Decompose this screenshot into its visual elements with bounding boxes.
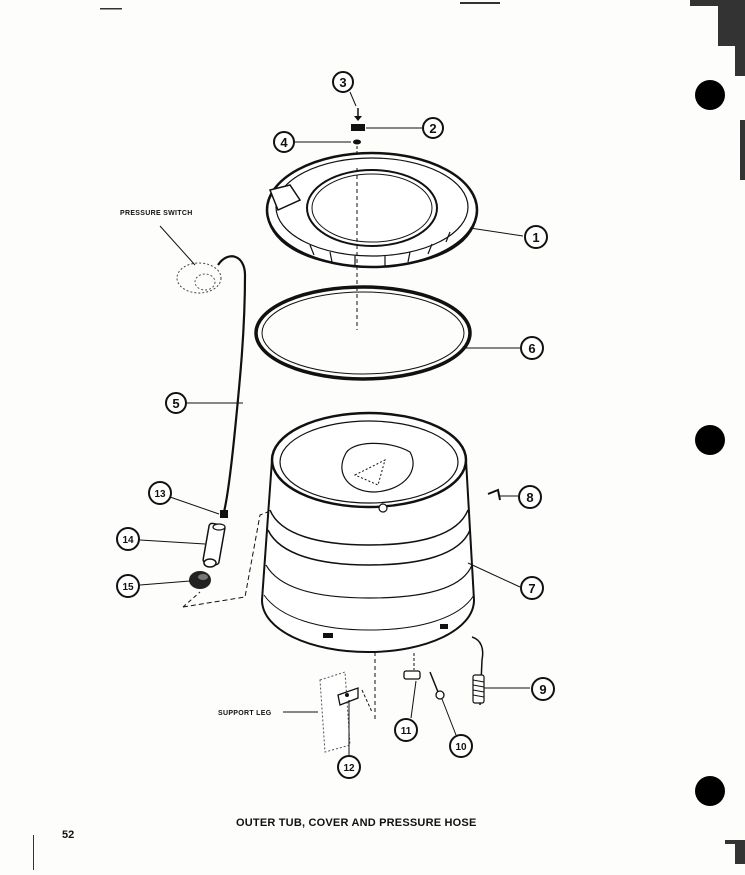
callout-1: 1 bbox=[524, 225, 548, 249]
callout-7: 7 bbox=[520, 576, 544, 600]
scan-edge-noise bbox=[33, 0, 745, 870]
callout-14: 14 bbox=[116, 527, 140, 551]
callout-markers: 3 2 4 1 6 5 8 13 14 15 7 9 11 10 12 bbox=[116, 71, 555, 779]
svg-text:2: 2 bbox=[429, 121, 436, 136]
callout-10: 10 bbox=[449, 734, 473, 758]
outer-tub bbox=[260, 411, 476, 720]
pressure-switch-ghost: PRESSURE SWITCH bbox=[120, 210, 222, 294]
svg-text:3: 3 bbox=[339, 75, 346, 90]
hose-seal bbox=[189, 571, 211, 589]
pressure-hose bbox=[217, 255, 247, 518]
svg-text:15: 15 bbox=[122, 582, 134, 593]
svg-text:9: 9 bbox=[539, 682, 546, 697]
svg-text:7: 7 bbox=[528, 581, 535, 596]
callout-11: 11 bbox=[394, 718, 418, 742]
callout-2: 2 bbox=[422, 117, 444, 139]
callout-4: 4 bbox=[273, 131, 295, 153]
binder-hole-top bbox=[695, 80, 725, 110]
leader-lines bbox=[139, 91, 530, 755]
svg-text:11: 11 bbox=[401, 726, 412, 737]
svg-text:4: 4 bbox=[280, 135, 288, 150]
diagram-caption: OUTER TUB, COVER AND PRESSURE HOSE bbox=[236, 817, 477, 829]
callout-8: 8 bbox=[518, 485, 542, 509]
page-number: 52 bbox=[62, 829, 75, 841]
svg-text:6: 6 bbox=[528, 341, 535, 356]
callout-15: 15 bbox=[116, 574, 140, 598]
callout-3: 3 bbox=[332, 71, 354, 93]
support-leg: SUPPORT LEG bbox=[218, 671, 373, 753]
binder-hole-middle bbox=[695, 425, 725, 455]
hose-clip bbox=[487, 488, 501, 501]
hose-adapter bbox=[202, 522, 226, 568]
tub-cover bbox=[265, 151, 479, 330]
callout-13: 13 bbox=[148, 481, 172, 505]
svg-text:12: 12 bbox=[343, 763, 355, 774]
callout-12: 12 bbox=[337, 755, 361, 779]
svg-text:1: 1 bbox=[532, 230, 539, 245]
svg-text:14: 14 bbox=[122, 535, 134, 546]
svg-text:5: 5 bbox=[172, 396, 179, 411]
callout-6: 6 bbox=[520, 336, 544, 360]
tub-gasket bbox=[254, 285, 472, 381]
spring bbox=[471, 636, 485, 706]
support-leg-label: SUPPORT LEG bbox=[218, 710, 272, 717]
callout-5: 5 bbox=[165, 392, 187, 414]
callout-9: 9 bbox=[531, 677, 555, 701]
svg-text:10: 10 bbox=[455, 742, 467, 753]
svg-text:8: 8 bbox=[526, 490, 533, 505]
pressure-switch-label: PRESSURE SWITCH bbox=[120, 210, 193, 217]
pin-and-bolt bbox=[403, 653, 445, 700]
binder-hole-bottom bbox=[695, 776, 725, 806]
svg-text:13: 13 bbox=[154, 489, 166, 500]
